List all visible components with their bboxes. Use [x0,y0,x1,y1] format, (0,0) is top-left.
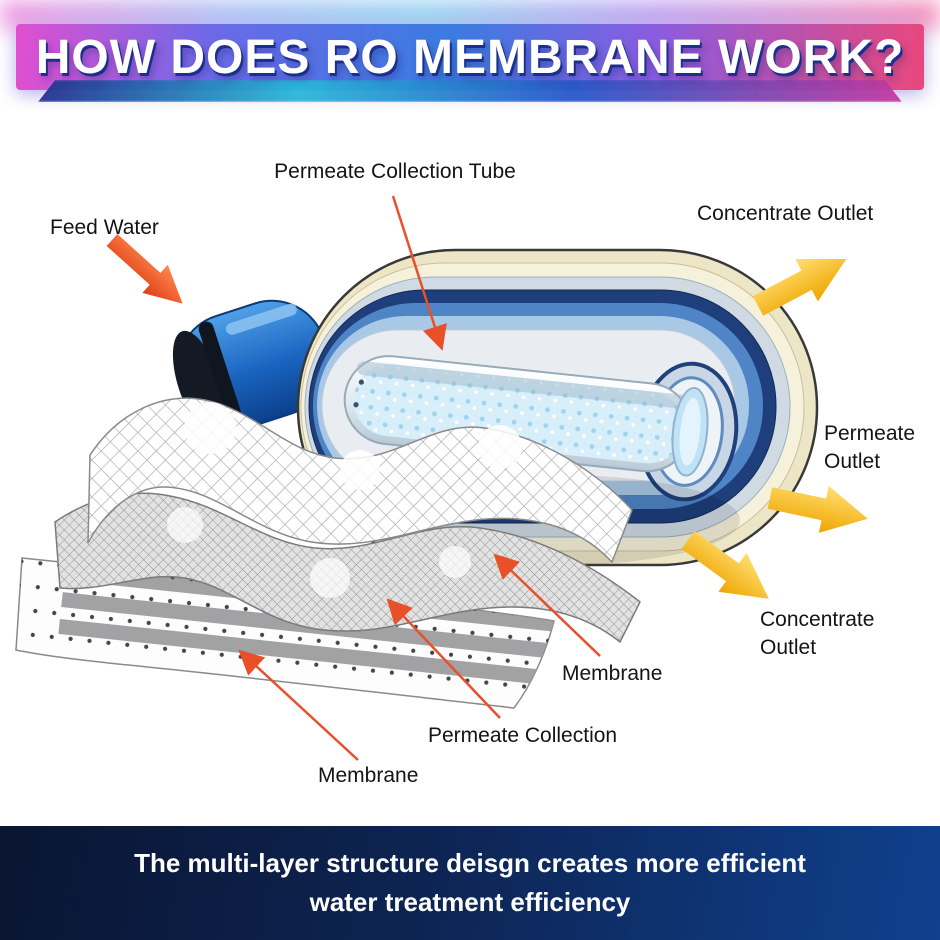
concentrate-outlet-arrow-top [752,258,847,316]
membrane-sheet [54,492,641,644]
footer-text-line1: The multi-layer structure deisgn creates… [134,848,806,878]
label-permeate-outlet: Permeate Outlet [824,422,916,474]
feed-water-arrow [106,234,183,304]
label-permeate-collection: Permeate Collection [428,724,618,747]
label-concentrate-outlet-bottom: Concentrate Outlet [760,608,875,660]
leader-line-permeate-collection [386,598,501,719]
concentrate-outlet-arrow-bottom [681,531,769,599]
header-banner: HOW DOES RO MEMBRANE WORK? [16,24,924,90]
feed-spacer-mesh-sheet [87,397,633,564]
permeate-outlet-arrow [767,485,868,533]
label-permeate-collection-tube: Permeate Collection Tube [274,160,516,183]
footer-text-line2: water treatment efficiency [309,887,631,917]
leader-line-membrane-bottom [238,649,359,761]
leader-line-membrane-mid [493,553,601,657]
page-title: HOW DOES RO MEMBRANE WORK? [35,30,905,84]
label-membrane-bottom: Membrane [318,764,419,787]
label-concentrate-outlet-top: Concentrate Outlet [697,202,874,225]
leader-line-permeate-collection-tube [391,195,447,351]
label-feed-water: Feed Water [50,216,159,239]
footer-banner: The multi-layer structure deisgn creates… [0,826,940,940]
label-membrane-mid: Membrane [562,662,663,685]
